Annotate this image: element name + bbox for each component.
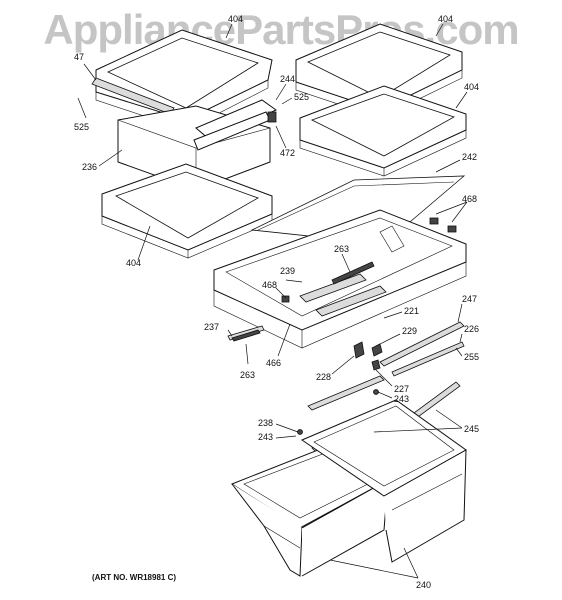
callout-226: 226 (464, 324, 479, 334)
callout-229: 229 (402, 326, 417, 336)
slide-drawer (91, 77, 277, 191)
callout-263-b: 263 (240, 370, 255, 380)
crisper-pan-right (300, 399, 467, 563)
callout-244: 244 (280, 74, 295, 84)
callout-468-a: 468 (262, 280, 277, 290)
callout-247: 247 (462, 294, 477, 304)
callout-245: 245 (464, 424, 479, 434)
callout-468-b: 468 (462, 194, 477, 204)
shelf-mid-left (101, 163, 273, 259)
callout-221: 221 (404, 306, 419, 316)
callout-236: 236 (82, 162, 97, 172)
callout-237: 237 (204, 322, 219, 332)
art-number: (ART NO. WR18981 C) (92, 573, 176, 582)
callout-243-a: 243 (394, 394, 409, 404)
callout-404-d: 404 (126, 258, 141, 268)
callout-243-b: 243 (258, 432, 273, 442)
callout-240: 240 (416, 580, 431, 590)
callout-525-b: 525 (294, 92, 309, 102)
callout-242: 242 (462, 152, 477, 162)
callout-47: 47 (74, 52, 84, 62)
callout-255: 255 (464, 352, 479, 362)
callout-404-b: 404 (438, 14, 453, 24)
callout-525-a: 525 (74, 122, 89, 132)
callout-228: 228 (316, 372, 331, 382)
callout-472: 472 (280, 148, 295, 158)
callout-239: 239 (280, 266, 295, 276)
leader-lines (77, 23, 468, 579)
callout-238: 238 (258, 418, 273, 428)
shelf-mid-right (299, 85, 467, 177)
shelf-top-right (295, 23, 463, 119)
callout-404-a: 404 (228, 14, 243, 24)
callout-263-a: 263 (334, 244, 349, 254)
callout-466: 466 (266, 358, 281, 368)
pan-frame (213, 209, 467, 349)
callout-227: 227 (394, 384, 409, 394)
callout-404-c: 404 (464, 82, 479, 92)
crisper-slide-rails (297, 321, 465, 435)
